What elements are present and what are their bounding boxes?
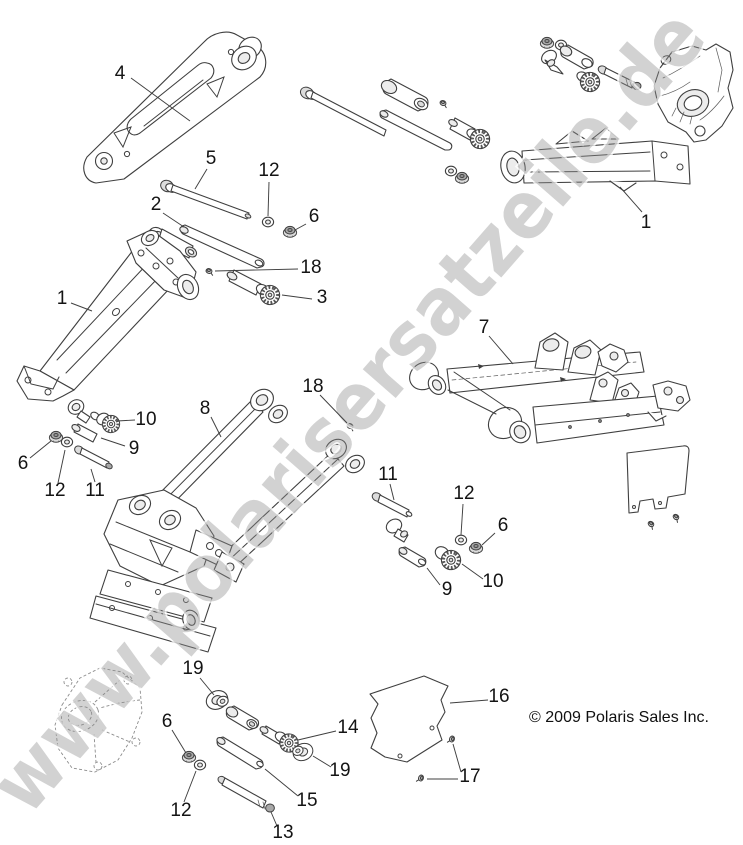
leader-line-12	[267, 181, 270, 217]
leader-line-2	[162, 212, 185, 228]
copyright-text: © 2009 Polaris Sales Inc.	[529, 709, 709, 726]
leader-line-17	[452, 743, 462, 773]
leader-line-19	[312, 755, 332, 768]
leader-line-16	[449, 699, 489, 704]
part-label-6: 6	[309, 206, 320, 227]
screw-18-topleft	[204, 267, 215, 276]
leader-line-8	[210, 416, 222, 438]
part-label-12: 12	[170, 800, 191, 821]
part-label-10: 10	[482, 571, 503, 592]
washer-12-topleft	[261, 216, 275, 228]
rear-knuckle-left-reference	[54, 667, 143, 773]
part-label-14: 14	[337, 717, 359, 738]
part-8-swingarm-frame	[89, 388, 365, 653]
part-1-right-control-arm	[500, 127, 691, 192]
nut-6-topleft	[282, 225, 298, 238]
part-label-9: 9	[442, 579, 453, 600]
part-7-swingarm	[409, 332, 691, 444]
part-label-7: 7	[479, 317, 490, 338]
part-label-5: 5	[206, 148, 217, 169]
leader-line-6	[171, 729, 187, 754]
part-label-18: 18	[300, 257, 321, 278]
part-label-6: 6	[498, 515, 509, 536]
part-label-8: 8	[200, 398, 211, 419]
part-label-3: 3	[317, 287, 328, 308]
leader-line-11	[90, 468, 96, 483]
leader-line-1	[619, 186, 643, 213]
part-label-11: 11	[378, 464, 398, 485]
part-5-bolt	[160, 179, 252, 220]
leader-line-12	[183, 770, 197, 803]
mud-guard-right	[626, 445, 690, 530]
part-label-12: 12	[453, 483, 474, 504]
rear-knuckle-right	[653, 43, 734, 143]
part-4-brace	[83, 31, 267, 184]
part-label-1: 1	[641, 212, 652, 233]
leader-line-13	[270, 811, 278, 827]
part-label-11: 11	[85, 480, 105, 501]
part-label-4: 4	[115, 63, 126, 84]
part-label-13: 13	[272, 822, 293, 843]
leader-line-5	[194, 168, 208, 190]
leader-line-11	[389, 483, 395, 501]
leader-line-1	[70, 302, 93, 312]
leader-line-15	[264, 768, 299, 797]
part-label-1: 1	[57, 288, 68, 309]
leader-line-9	[100, 437, 126, 447]
leader-line-18	[214, 268, 299, 272]
leader-line-14	[297, 730, 337, 741]
part-label-10: 10	[135, 409, 156, 430]
fastener-stack-top-right	[539, 36, 642, 97]
leader-line-4	[130, 77, 191, 122]
leader-line-6	[294, 223, 307, 231]
leader-line-6	[29, 440, 52, 459]
part-2-pivot-tube	[179, 224, 265, 269]
part-label-17: 17	[459, 766, 480, 787]
part-label-6: 6	[162, 711, 173, 732]
screw-17-a	[446, 734, 456, 745]
leader-line-18	[319, 394, 348, 424]
part-1-left-control-arm	[16, 229, 200, 402]
leader-line-6	[481, 532, 496, 546]
part-label-19: 19	[329, 760, 350, 781]
leader-line-10	[461, 563, 484, 580]
part-label-12: 12	[44, 480, 65, 501]
part-label-15: 15	[296, 790, 317, 811]
leader-line-3	[281, 294, 313, 300]
leader-line-9	[426, 567, 441, 586]
fastener-stack-top-middle	[299, 78, 495, 184]
fastener-group-bottom	[181, 686, 317, 813]
part-label-18: 18	[302, 376, 323, 397]
fastener-group-left-middle	[48, 399, 125, 470]
part-label-6: 6	[18, 453, 29, 474]
part-label-9: 9	[129, 438, 140, 459]
leader-line-19	[199, 677, 215, 696]
fastener-group-middle	[345, 422, 484, 575]
part-16-mud-guard	[369, 675, 456, 784]
leader-line-7	[488, 335, 514, 365]
part-label-19: 19	[182, 658, 203, 679]
part-label-2: 2	[151, 194, 162, 215]
screw-17-b	[415, 773, 425, 784]
leader-line-12	[460, 503, 464, 536]
leader-line-12	[57, 449, 66, 484]
part-3-bushing-bolt	[226, 269, 285, 310]
leader-line-10	[116, 419, 136, 422]
part-label-12: 12	[258, 160, 279, 181]
part-label-16: 16	[488, 686, 509, 707]
